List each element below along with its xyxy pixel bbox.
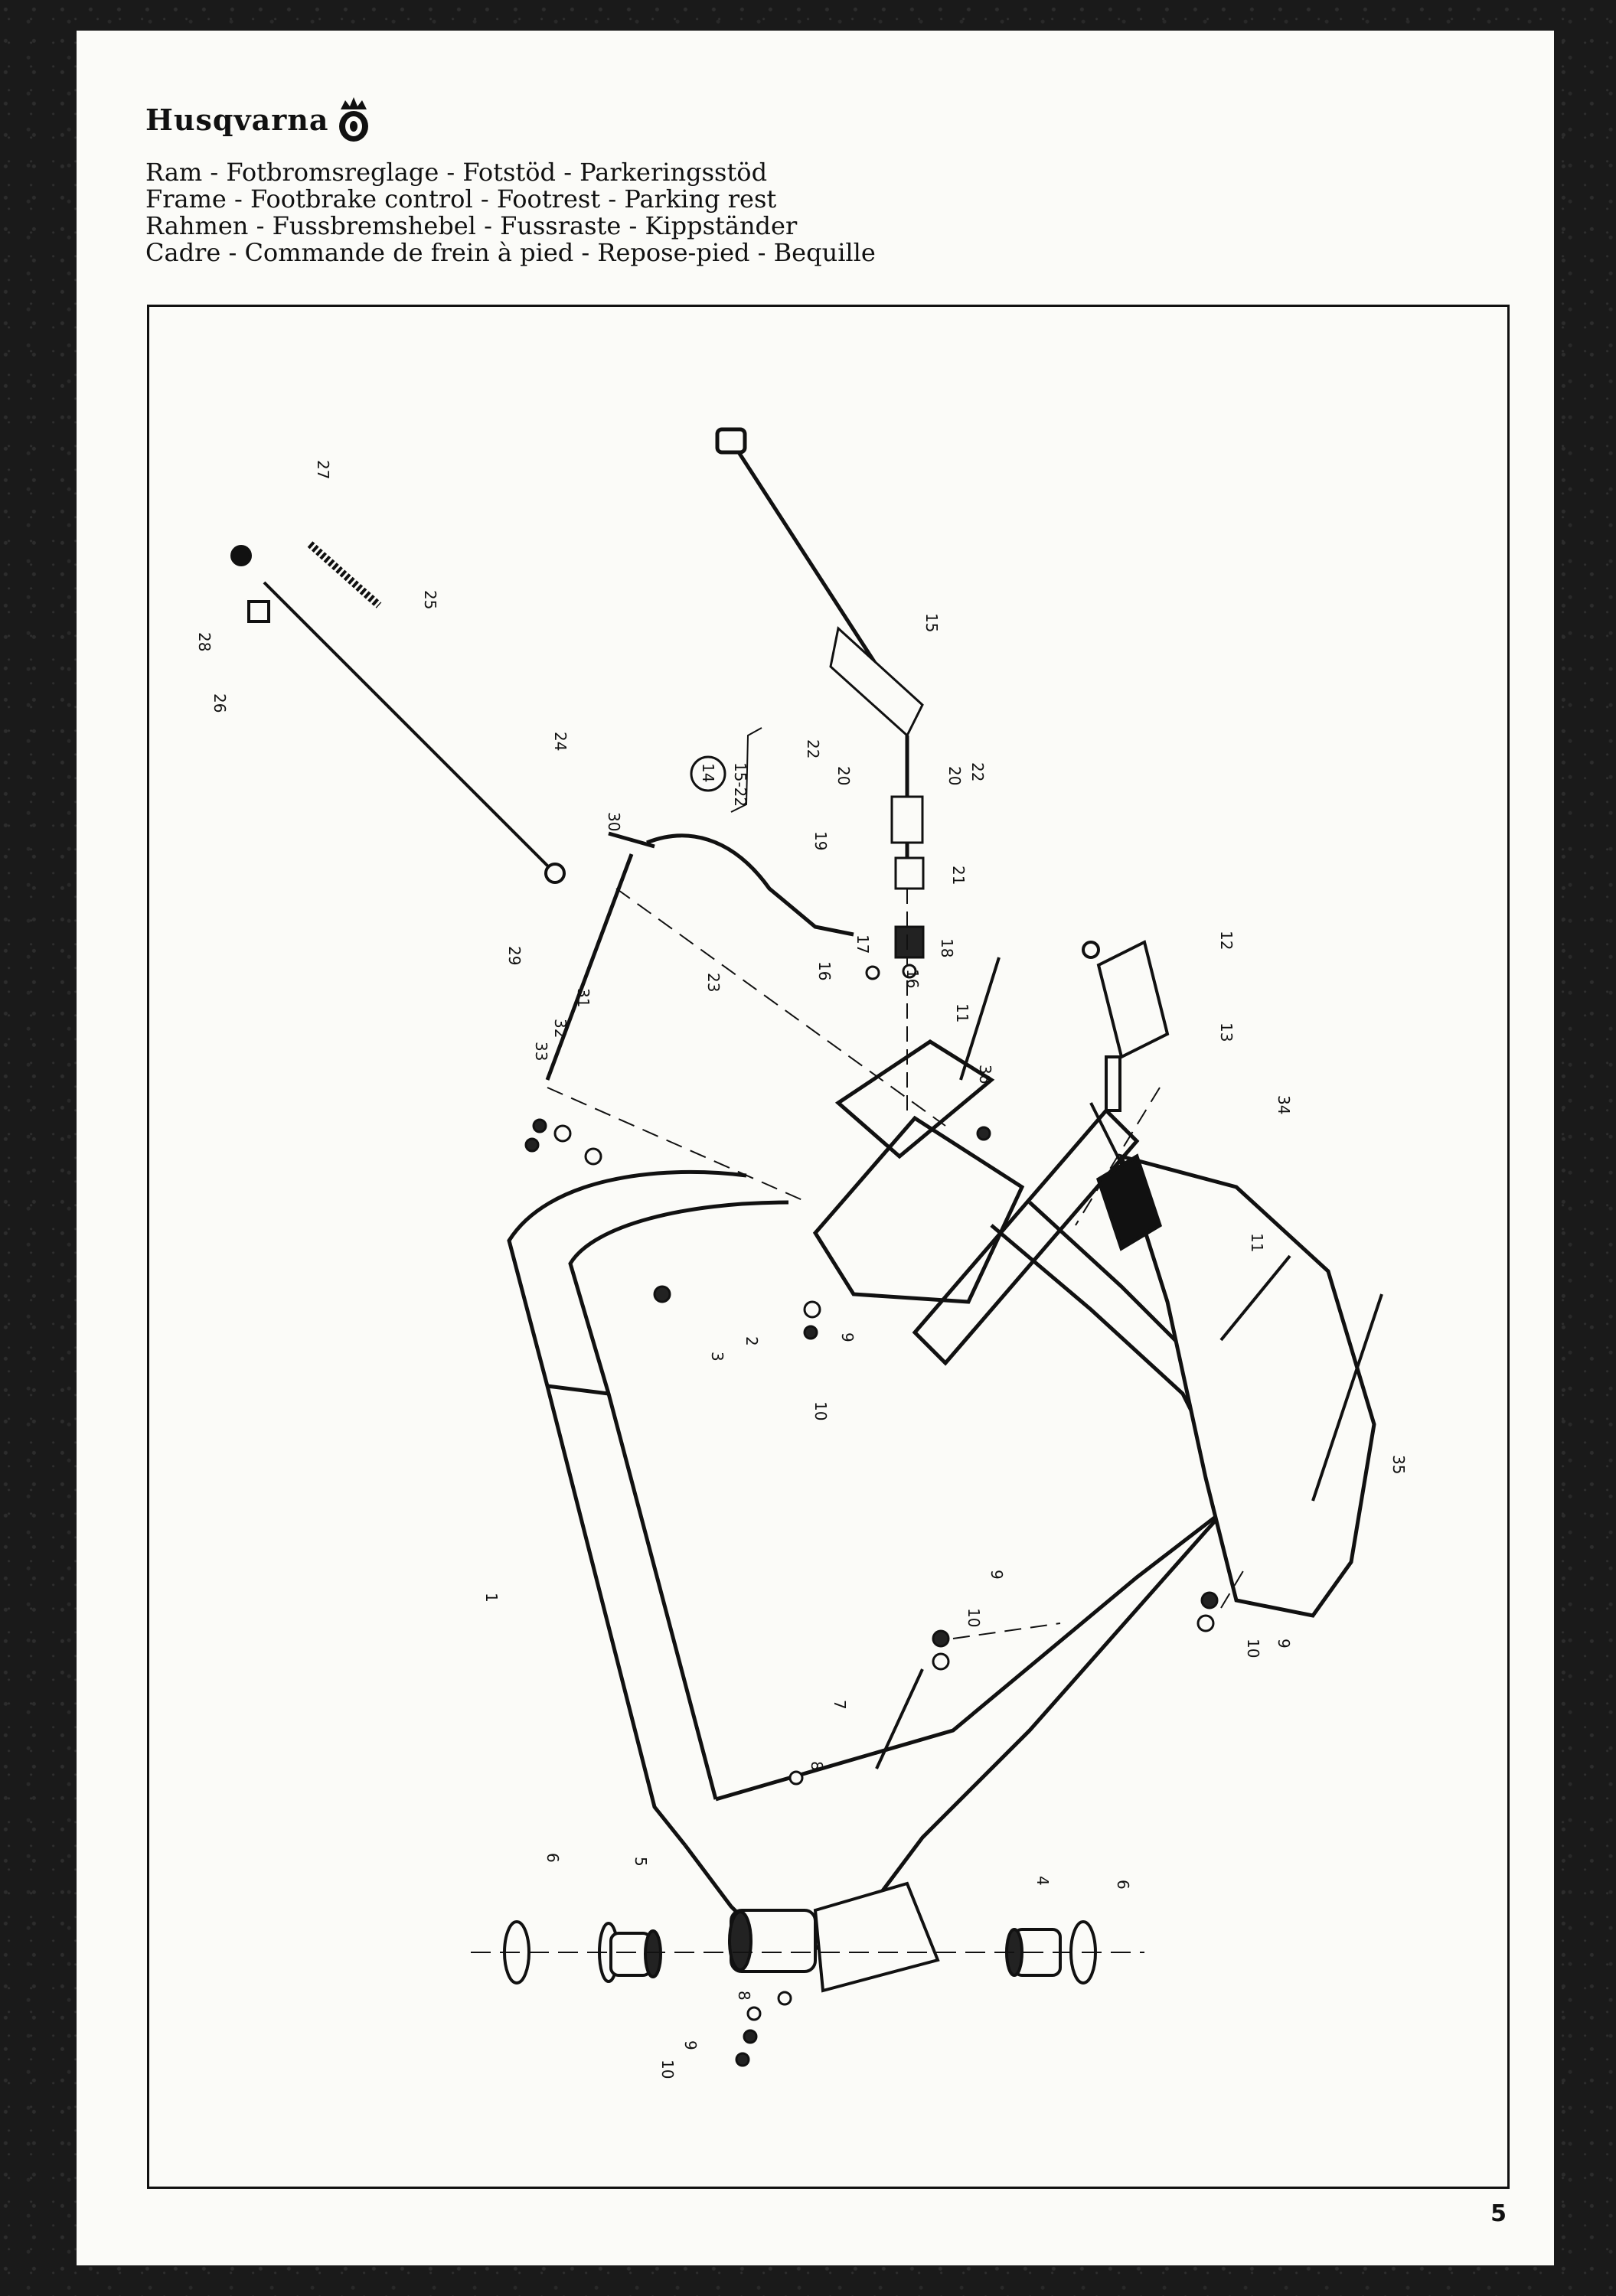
callout-10: 10 bbox=[1244, 1639, 1262, 1658]
brake-rod-parts bbox=[230, 541, 566, 884]
callout-25: 25 bbox=[421, 590, 439, 609]
title-english: Frame - Footbrake control - Footrest - P… bbox=[145, 184, 777, 214]
chain-guard-cover bbox=[1095, 1153, 1376, 1618]
callout-2: 2 bbox=[743, 1336, 761, 1346]
callout-22: 22 bbox=[804, 739, 822, 758]
parking-rest-rod bbox=[715, 427, 925, 1118]
callout-8: 8 bbox=[808, 1761, 826, 1771]
callout-32: 32 bbox=[551, 1019, 570, 1038]
callout-21: 21 bbox=[949, 866, 968, 885]
brand-name: Husqvarna bbox=[145, 102, 329, 137]
callout-30: 30 bbox=[605, 812, 623, 831]
callout-7: 7 bbox=[831, 1700, 849, 1710]
callout-4: 4 bbox=[1033, 1876, 1052, 1886]
callout-6: 6 bbox=[544, 1853, 562, 1863]
exploded-parts-diagram: 14 15-22 1 2 3 4 5 6 6 7 8 8 9 9 9 9 10 bbox=[195, 427, 1408, 2079]
callout-19: 19 bbox=[811, 831, 830, 850]
callout-11: 11 bbox=[953, 1003, 971, 1022]
callout-9: 9 bbox=[988, 1570, 1006, 1580]
callout-10: 10 bbox=[658, 2060, 677, 2079]
callout-24: 24 bbox=[551, 732, 570, 751]
callout-34: 34 bbox=[1275, 1095, 1293, 1114]
callout-33: 33 bbox=[532, 1042, 550, 1061]
callout-9: 9 bbox=[838, 1332, 857, 1342]
footbrake-lever bbox=[545, 831, 854, 1081]
callout-18: 18 bbox=[938, 938, 956, 957]
callout-16: 16 bbox=[903, 969, 922, 988]
title-french: Cadre - Commande de frein à pied - Repos… bbox=[145, 238, 876, 267]
callout-15: 15 bbox=[922, 613, 941, 632]
callout-17: 17 bbox=[854, 934, 872, 954]
callout-13: 13 bbox=[1217, 1022, 1236, 1042]
callout-23: 23 bbox=[704, 973, 723, 992]
page-number: 5 bbox=[1490, 2200, 1507, 2227]
steering-head bbox=[728, 1881, 940, 1993]
callout-31: 31 bbox=[574, 988, 593, 1007]
callout-3: 3 bbox=[708, 1352, 726, 1362]
assembly-lines bbox=[547, 888, 1245, 1639]
callout-28: 28 bbox=[195, 632, 214, 651]
callout-27: 27 bbox=[314, 460, 332, 479]
callout-9: 9 bbox=[1275, 1639, 1293, 1649]
callout-20: 20 bbox=[834, 766, 853, 785]
assembly-group-label: 14 15-22 bbox=[690, 727, 762, 813]
brand-header: Husqvarna bbox=[145, 96, 371, 143]
title-block: Ram - Fotbromsreglage - Fotstöd - Parker… bbox=[145, 159, 876, 266]
callout-22: 22 bbox=[968, 762, 987, 781]
footrest-parts bbox=[1082, 940, 1170, 1112]
callout-20: 20 bbox=[945, 766, 964, 785]
nut-washer-parts bbox=[524, 964, 1219, 2067]
callout-8: 8 bbox=[735, 1991, 753, 2001]
callout-12: 12 bbox=[1217, 931, 1236, 950]
callout-5: 5 bbox=[632, 1857, 650, 1867]
callout-9: 9 bbox=[681, 2040, 700, 2050]
callout-35: 35 bbox=[1389, 1455, 1408, 1474]
group-number: 14 bbox=[699, 763, 717, 782]
callout-11: 11 bbox=[1248, 1233, 1266, 1252]
bearing-parts bbox=[471, 1920, 1144, 1985]
callout-6: 6 bbox=[1114, 1880, 1132, 1890]
callout-26: 26 bbox=[211, 693, 229, 713]
callout-29: 29 bbox=[505, 946, 524, 965]
callout-10: 10 bbox=[811, 1401, 830, 1420]
callout-16: 16 bbox=[815, 961, 834, 980]
title-german: Rahmen - Fussbremshebel - Fussraste - Ki… bbox=[145, 211, 798, 240]
callout-36: 36 bbox=[976, 1065, 994, 1084]
diagram-frame: 14 15-22 1 2 3 4 5 6 6 7 8 8 9 9 9 9 10 bbox=[147, 305, 1510, 2189]
catalog-page: Husqvarna Ram - Fotbromsreglage - Fotstö… bbox=[77, 31, 1554, 2265]
callout-10: 10 bbox=[965, 1608, 983, 1627]
callout-labels: 1 2 3 4 5 6 6 7 8 8 9 9 9 9 10 10 10 10 … bbox=[195, 460, 1408, 2079]
title-swedish: Ram - Fotbromsreglage - Fotstöd - Parker… bbox=[145, 158, 768, 187]
callout-1: 1 bbox=[482, 1593, 501, 1603]
bolt-parts bbox=[875, 957, 1383, 1769]
crown-logo-icon bbox=[339, 97, 369, 142]
